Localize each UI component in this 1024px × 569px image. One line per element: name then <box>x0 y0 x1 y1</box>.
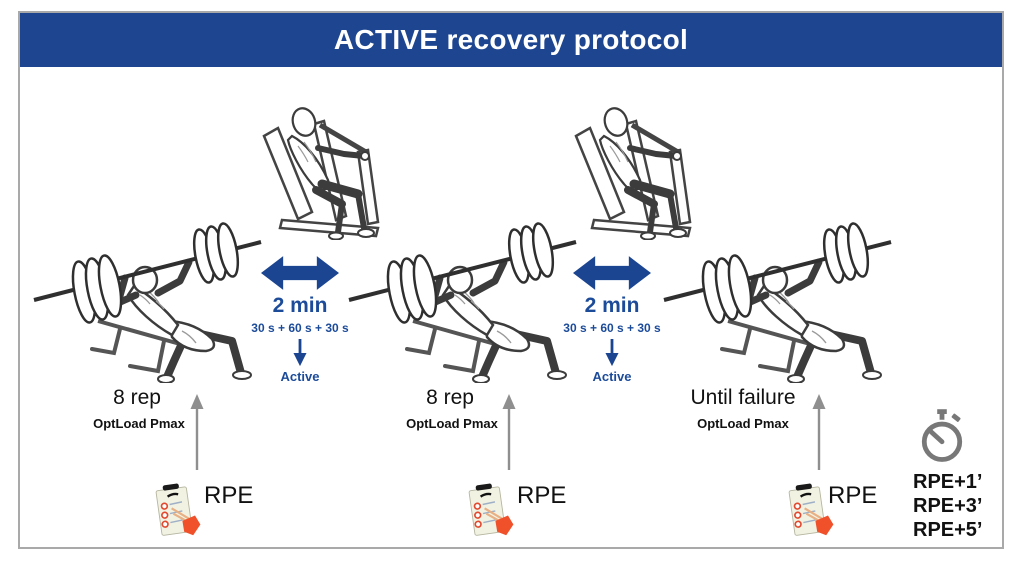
double-headed-arrow-icon <box>573 253 651 293</box>
recovery-block-1: 2 min 30 s + 60 s + 30 s Active <box>244 253 356 384</box>
rpe-timing-line-1: RPE+1’ <box>913 471 983 493</box>
rest-split: 30 s + 60 s + 30 s <box>251 321 349 335</box>
title-banner: ACTIVE recovery protocol <box>20 13 1002 67</box>
set-reps-label-2: 8 rep <box>426 386 474 409</box>
rest-mode: Active <box>280 369 320 384</box>
set-load-label-1: OptLoad Pmax <box>93 416 185 431</box>
rpe-label-3: RPE <box>828 482 878 509</box>
up-arrow-icon <box>189 394 205 472</box>
stopwatch-icon <box>919 409 965 465</box>
up-arrow-icon <box>501 394 517 472</box>
rpe-timing-line-2: RPE+3’ <box>913 495 983 517</box>
set-load-label-3: OptLoad Pmax <box>697 416 789 431</box>
pec-deck-illustration-1 <box>252 92 388 240</box>
page-title: ACTIVE recovery protocol <box>333 24 689 55</box>
down-arrow-icon <box>292 339 308 367</box>
recovery-block-2: 2 min 30 s + 60 s + 30 s Active <box>556 253 668 384</box>
rpe-clipboard-icon <box>150 480 204 542</box>
down-arrow-icon <box>604 339 620 367</box>
bench-press-illustration-1 <box>28 183 268 383</box>
rpe-timing-labels: RPE+1’ RPE+3’ RPE+5’ <box>913 470 1003 542</box>
set-reps-label-1: 8 rep <box>113 386 161 409</box>
rest-mode: Active <box>592 369 632 384</box>
set-reps-label-3: Until failure <box>690 386 796 409</box>
rest-split: 30 s + 60 s + 30 s <box>563 321 661 335</box>
rpe-clipboard-icon <box>463 480 517 542</box>
double-headed-arrow-icon <box>261 253 339 293</box>
rpe-label-2: RPE <box>517 482 567 509</box>
rpe-label-1: RPE <box>204 482 254 509</box>
rpe-timing-line-3: RPE+5’ <box>913 519 983 541</box>
up-arrow-icon <box>811 394 827 472</box>
rest-duration: 2 min <box>272 294 328 317</box>
set-load-label-2: OptLoad Pmax <box>406 416 498 431</box>
pec-deck-illustration-2 <box>564 92 700 240</box>
rest-duration: 2 min <box>584 294 640 317</box>
